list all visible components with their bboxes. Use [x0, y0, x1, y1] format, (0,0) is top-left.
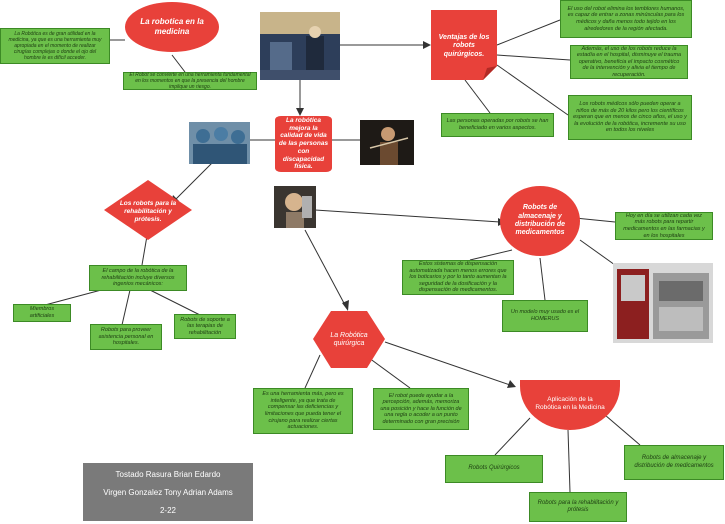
credit-group: 2-22 [159, 505, 176, 515]
storage-title-circle: Robots de almacenaje y distribución de m… [500, 186, 580, 256]
surgical-benefit-3-text: Los robots médicos sólo pueden operar a … [573, 101, 687, 134]
rehab-item-3-text: Robots de soporte a las terapias de reha… [180, 316, 230, 336]
hex-item-2: El robot puede ayudar a la percepción, a… [373, 388, 469, 430]
surgical-benefit-4: Las personas operadas por robots se han … [441, 113, 554, 137]
surgical-benefit-3: Los robots médicos sólo pueden operar a … [568, 95, 692, 140]
storage-title-text: Robots de almacenaje y distribución de m… [514, 204, 566, 237]
storage-item-1-text: Hoy en día se utilizan cada vez más robo… [623, 212, 705, 239]
intro-bottom-text: El Robot se convierte en una herramienta… [129, 72, 251, 90]
hex-title-text: La Robótica quirúrgica [330, 332, 368, 348]
intro-title-text: La robotica en la medicina [140, 17, 204, 36]
rehab-item-2: Robots para proveer asistencia personal … [90, 324, 162, 350]
app-item-1: Robots Quirúrgicos [445, 455, 543, 483]
app-item-2-text: Robots de almacenaje y distribución de m… [634, 455, 714, 469]
homerus-robot-photo [613, 263, 713, 343]
rehab-title-text: Los robots para la rehabilitación y prót… [119, 200, 177, 223]
rehab-field-box: El campo de la robótica de la rehabilita… [89, 265, 187, 291]
app-item-1-text: Robots Quirúrgicos [468, 465, 520, 472]
app-item-3-text: Robots para la rehabilitación y prótesis [537, 499, 619, 513]
rehab-item-3: Robots de soporte a las terapias de reha… [174, 314, 236, 339]
credit-name-2: Virgen Gonzalez Tony Adrian Adams [103, 487, 233, 497]
intro-bottom-box: El Robot se convierte en una herramienta… [123, 72, 257, 90]
center-cylinder: La robótica mejora la calidad de vida de… [275, 116, 332, 172]
rehab-item-2-text: Robots para proveer asistencia personal … [98, 327, 154, 347]
hex-item-1-text: Es una herramienta más, pero es intelige… [262, 391, 344, 431]
surgical-team-photo [189, 122, 250, 164]
surgical-benefit-1: El uso del robot elimina los temblores h… [560, 0, 692, 38]
credits-box: Tostado Rasura Brian Edardo Virgen Gonza… [83, 463, 253, 521]
hex-item-2-text: El robot puede ayudar a la percepción, a… [380, 392, 462, 425]
surgical-benefit-2: Además, el uso de los robots reduce la e… [570, 45, 688, 79]
center-text: La robótica mejora la calidad de vida de… [278, 116, 329, 171]
app-item-3: Robots para la rehabilitación y prótesis [529, 492, 627, 522]
storage-item-2: Estos sistemas de dispensación automatiz… [402, 260, 514, 295]
app-title-shape: Aplicación de la Robótica en la Medicina [520, 380, 620, 430]
app-item-2: Robots de almacenaje y distribución de m… [624, 445, 724, 480]
surgical-title-text: Ventajas de los robots quirúrgicos. [438, 34, 490, 58]
surgical-title-box: Ventajas de los robots quirúrgicos. [431, 10, 497, 80]
rehab-title-diamond: Los robots para la rehabilitación y prót… [104, 180, 192, 240]
rehab-field-text: El campo de la robótica de la rehabilita… [101, 268, 175, 288]
storage-item-1: Hoy en día se utilizan cada vez más robo… [615, 212, 713, 240]
storage-item-3-text: Un modelo muy usado es el HOMERUS [510, 309, 580, 322]
hex-item-1: Es una herramienta más, pero es intelige… [253, 388, 353, 434]
rehab-item-1-text: Miembros artificiales [29, 306, 55, 319]
intro-left-box: La Robótica es de gran utilidad en la me… [0, 28, 110, 64]
credit-name-1: Tostado Rasura Brian Edardo [115, 469, 221, 479]
surgery-photo [260, 12, 340, 80]
rehab-item-1: Miembros artificiales [13, 304, 71, 322]
storage-item-3: Un modelo muy usado es el HOMERUS [502, 300, 588, 332]
hex-title-hexagon: La Robótica quirúrgica [313, 311, 385, 368]
intro-title-oval: La robotica en la medicina [125, 2, 219, 52]
app-title-text: Aplicación de la Robótica en la Medicina [535, 396, 605, 411]
prosthesis-photo [274, 186, 316, 228]
intro-left-text: La Robótica es de gran utilidad en la me… [8, 31, 102, 61]
surgical-benefit-2-text: Además, el uso de los robots reduce la e… [576, 45, 682, 78]
storage-item-2-text: Estos sistemas de dispensación automatiz… [409, 261, 507, 294]
violinist-photo [360, 120, 414, 165]
surgical-benefit-1-text: El uso del robot elimina los temblores h… [567, 5, 685, 32]
surgical-benefit-4-text: Las personas operadas por robots se han … [446, 118, 549, 131]
